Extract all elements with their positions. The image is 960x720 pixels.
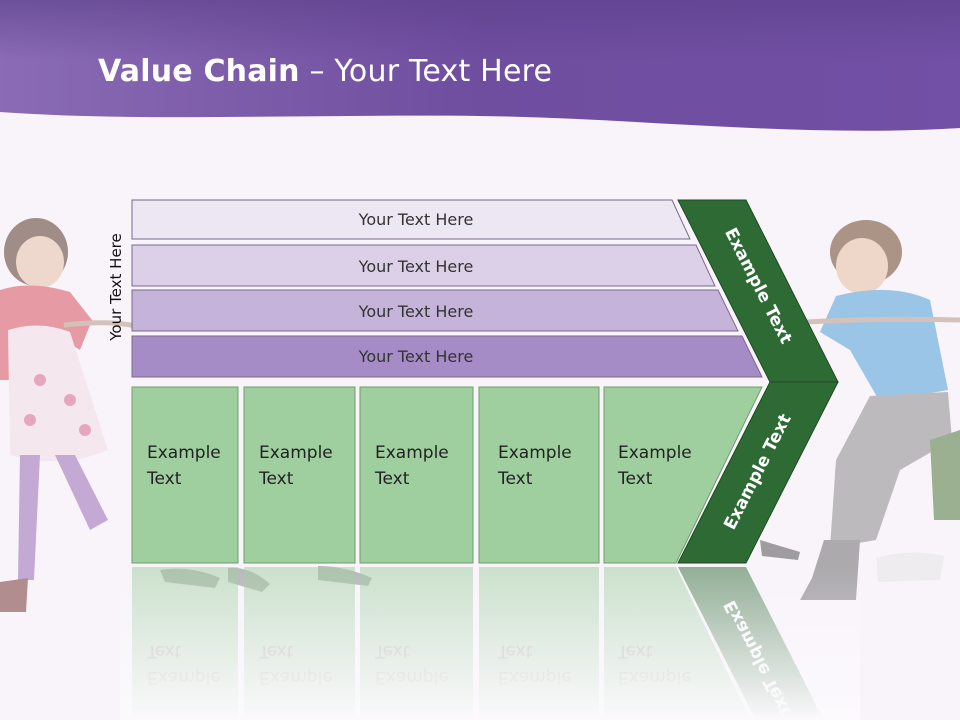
bar-3-label: Your Text Here bbox=[358, 302, 474, 321]
box-5-line1: Example bbox=[618, 443, 692, 463]
girl-silhouette bbox=[0, 218, 136, 612]
box-3[interactable]: Example Text bbox=[359, 386, 474, 564]
box-1-line1: Example bbox=[147, 443, 221, 463]
box-2-line2: Text bbox=[258, 469, 294, 489]
bar-4-label: Your Text Here bbox=[358, 347, 474, 366]
box-2[interactable]: Example Text bbox=[243, 386, 356, 564]
bar-1-label: Your Text Here bbox=[358, 210, 474, 229]
box-1[interactable]: Example Text bbox=[131, 386, 239, 564]
bar-4[interactable]: Your Text Here bbox=[131, 335, 763, 378]
box-2-line1: Example bbox=[259, 443, 333, 463]
reflection: Example Text Example Text Example Text E… bbox=[120, 566, 860, 720]
box-4-line1: Example bbox=[498, 443, 572, 463]
bar-2[interactable]: Your Text Here bbox=[131, 244, 716, 287]
box-3-line1: Example bbox=[375, 443, 449, 463]
box-5-line2: Text bbox=[617, 469, 653, 489]
slide-title: Value Chain – Your Text Here bbox=[98, 54, 553, 89]
box-3-line2: Text bbox=[374, 469, 410, 489]
box-5[interactable]: Example Text bbox=[603, 386, 763, 564]
box-4-line2: Text bbox=[497, 469, 533, 489]
bar-2-label: Your Text Here bbox=[358, 257, 474, 276]
box-4[interactable]: Example Text bbox=[478, 386, 600, 564]
bar-3[interactable]: Your Text Here bbox=[131, 289, 739, 332]
boy-silhouette bbox=[760, 220, 960, 600]
bar-1[interactable]: Your Text Here bbox=[131, 199, 691, 240]
box-1-line2: Text bbox=[146, 469, 182, 489]
